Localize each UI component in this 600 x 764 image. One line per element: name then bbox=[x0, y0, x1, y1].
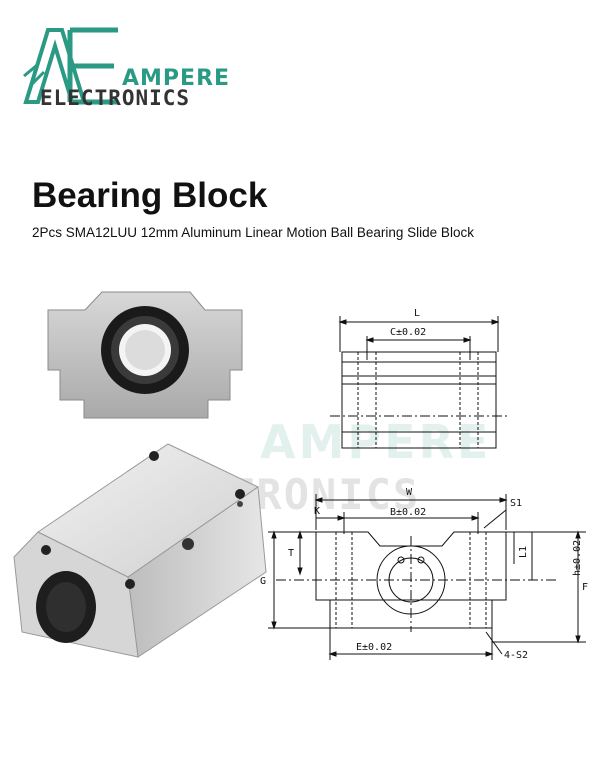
side-view-drawing: L C±0.02 bbox=[330, 308, 508, 449]
dimension-w-label: W bbox=[406, 487, 413, 498]
dimension-h-label: h±0.02 bbox=[572, 540, 583, 576]
dimension-k-label: K bbox=[314, 506, 320, 517]
dimension-f-label: F bbox=[582, 582, 588, 593]
dimension-t-label: T bbox=[288, 548, 294, 559]
dimension-c-label: C±0.02 bbox=[390, 327, 426, 338]
logo-text-electronics: ELECTRONICS bbox=[40, 86, 191, 110]
logo-text-ampere: AMPERE bbox=[122, 66, 231, 91]
front-view-drawing: W K B±0.02 S1 T G L1 h±0.02 F E±0.02 4-S… bbox=[260, 487, 588, 661]
dimension-e-label: E±0.02 bbox=[356, 642, 392, 653]
watermark-text-ampere: AMPERE bbox=[260, 415, 492, 469]
hole-spec-label: 4-S2 bbox=[504, 650, 528, 661]
dimension-g-label: G bbox=[260, 576, 266, 587]
dimension-s1-label: S1 bbox=[510, 498, 522, 509]
page-title: Bearing Block bbox=[32, 176, 268, 215]
bearing-block-photo bbox=[13, 443, 267, 658]
dimension-l-label: L bbox=[414, 308, 420, 319]
ae-logo-mark bbox=[23, 27, 118, 105]
brand-logo: AMPERE ELECTRONICS bbox=[18, 22, 248, 112]
dimension-l1-label: L1 bbox=[518, 546, 529, 558]
bearing-end-view-photo bbox=[47, 291, 243, 419]
dimension-b-label: B±0.02 bbox=[390, 507, 426, 518]
page-subtitle: 2Pcs SMA12LUU 12mm Aluminum Linear Motio… bbox=[32, 225, 474, 240]
